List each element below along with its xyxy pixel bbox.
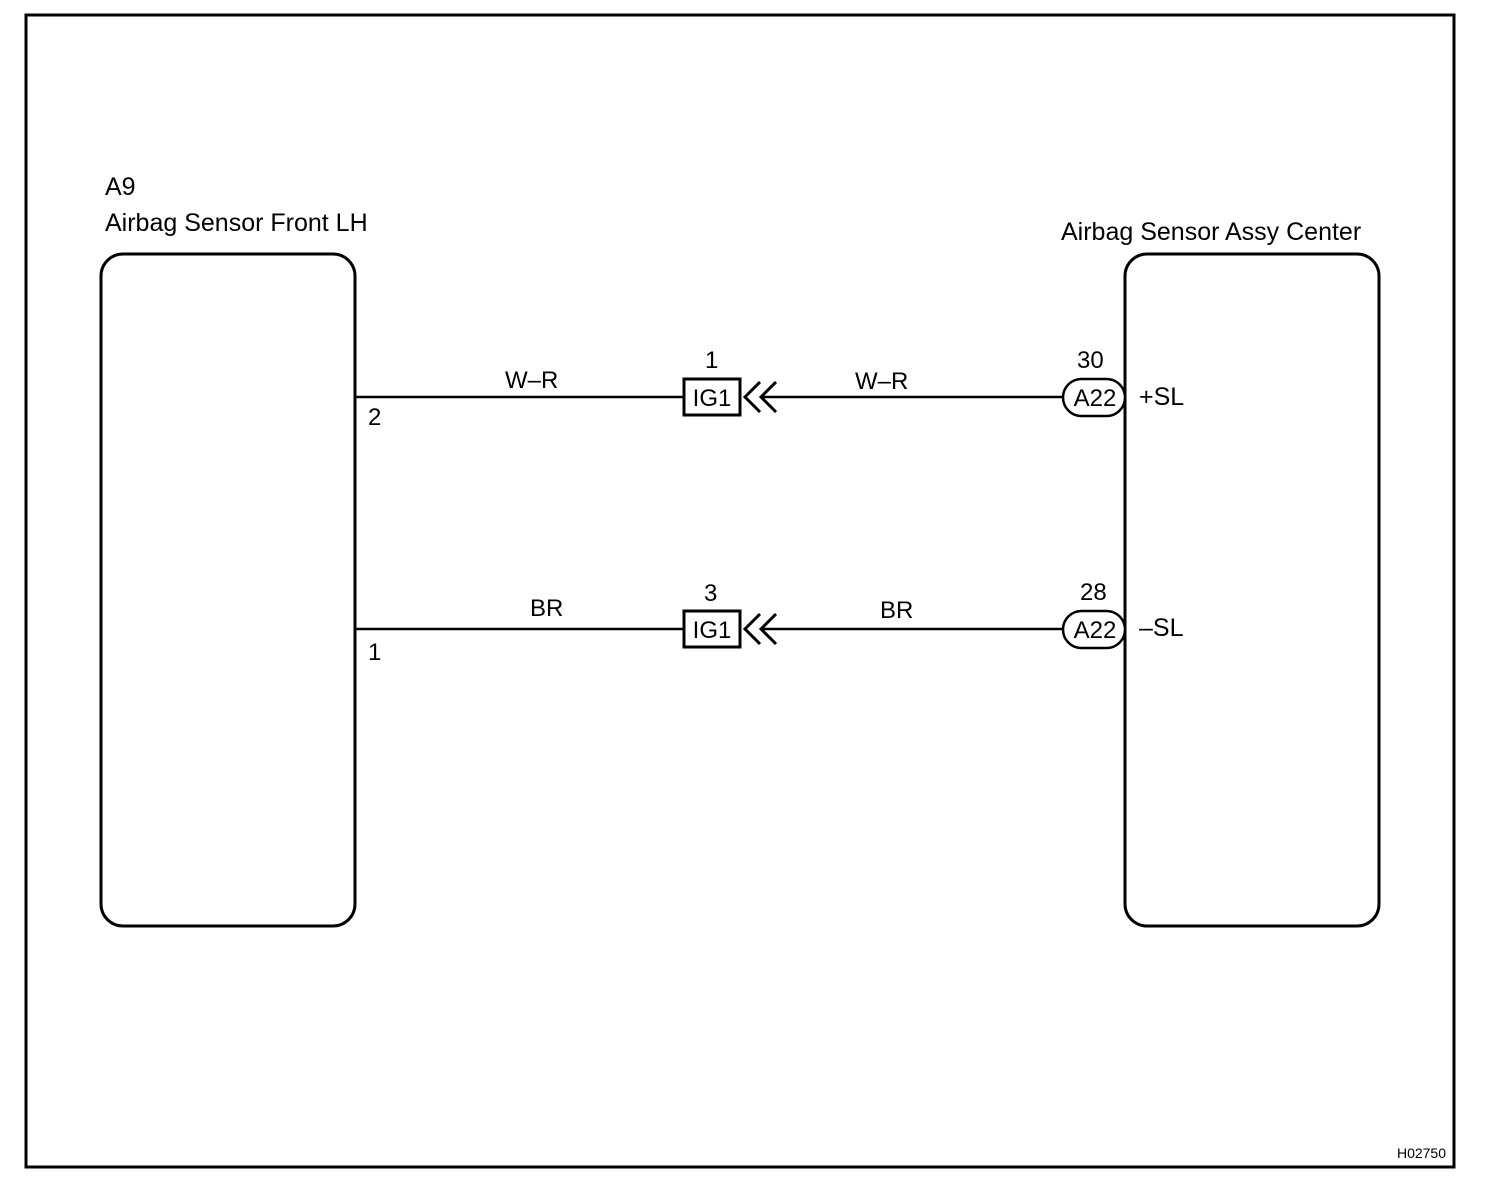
ecu-pin-label-1: 30 (1077, 347, 1104, 374)
ecu-connector-oval-2 (1061, 609, 1127, 650)
left-pin-label-2: 1 (368, 639, 381, 666)
wire-color-left-1: W–R (505, 367, 558, 394)
ecu-terminal-label-2: –SL (1139, 614, 1184, 642)
wire-color-right-1: W–R (855, 368, 908, 395)
left-component-code: A9 (105, 173, 136, 201)
junction-connector-label-1: IG1 (693, 385, 732, 412)
right-component-name: Airbag Sensor Assy Center (1061, 218, 1361, 246)
circuit-plus-sl: 2 W–R 1 IG1 W–R 30 A22 +SL (355, 347, 1184, 431)
junction-pin-label-1: 1 (705, 347, 718, 374)
left-component-name: Airbag Sensor Front LH (105, 209, 368, 237)
figure-code: H02750 (1397, 1145, 1446, 1161)
ecu-terminal-label-1: +SL (1139, 383, 1184, 411)
junction-connector-box-2 (682, 609, 742, 649)
ecu-connector-label-1: A22 (1074, 385, 1117, 412)
ecu-pin-label-2: 28 (1080, 579, 1107, 606)
junction-pin-label-2: 3 (704, 580, 717, 607)
ecu-connector-label-2: A22 (1074, 617, 1117, 644)
junction-connector-box-1 (682, 377, 742, 417)
wire-color-right-2: BR (880, 597, 913, 624)
wire-color-left-2: BR (530, 595, 563, 622)
connector-chevron-icon-1 (742, 380, 778, 414)
circuit-minus-sl: 1 BR 3 IG1 BR 28 A22 –SL (355, 579, 1184, 666)
ecu-connector-oval-1 (1061, 377, 1127, 418)
diagram-frame (24, 13, 1456, 1169)
junction-connector-label-2: IG1 (693, 617, 732, 644)
right-component-box (1123, 252, 1381, 928)
left-component-box (99, 252, 357, 928)
left-pin-label-1: 2 (368, 404, 381, 431)
connector-chevron-icon-2 (742, 612, 778, 646)
